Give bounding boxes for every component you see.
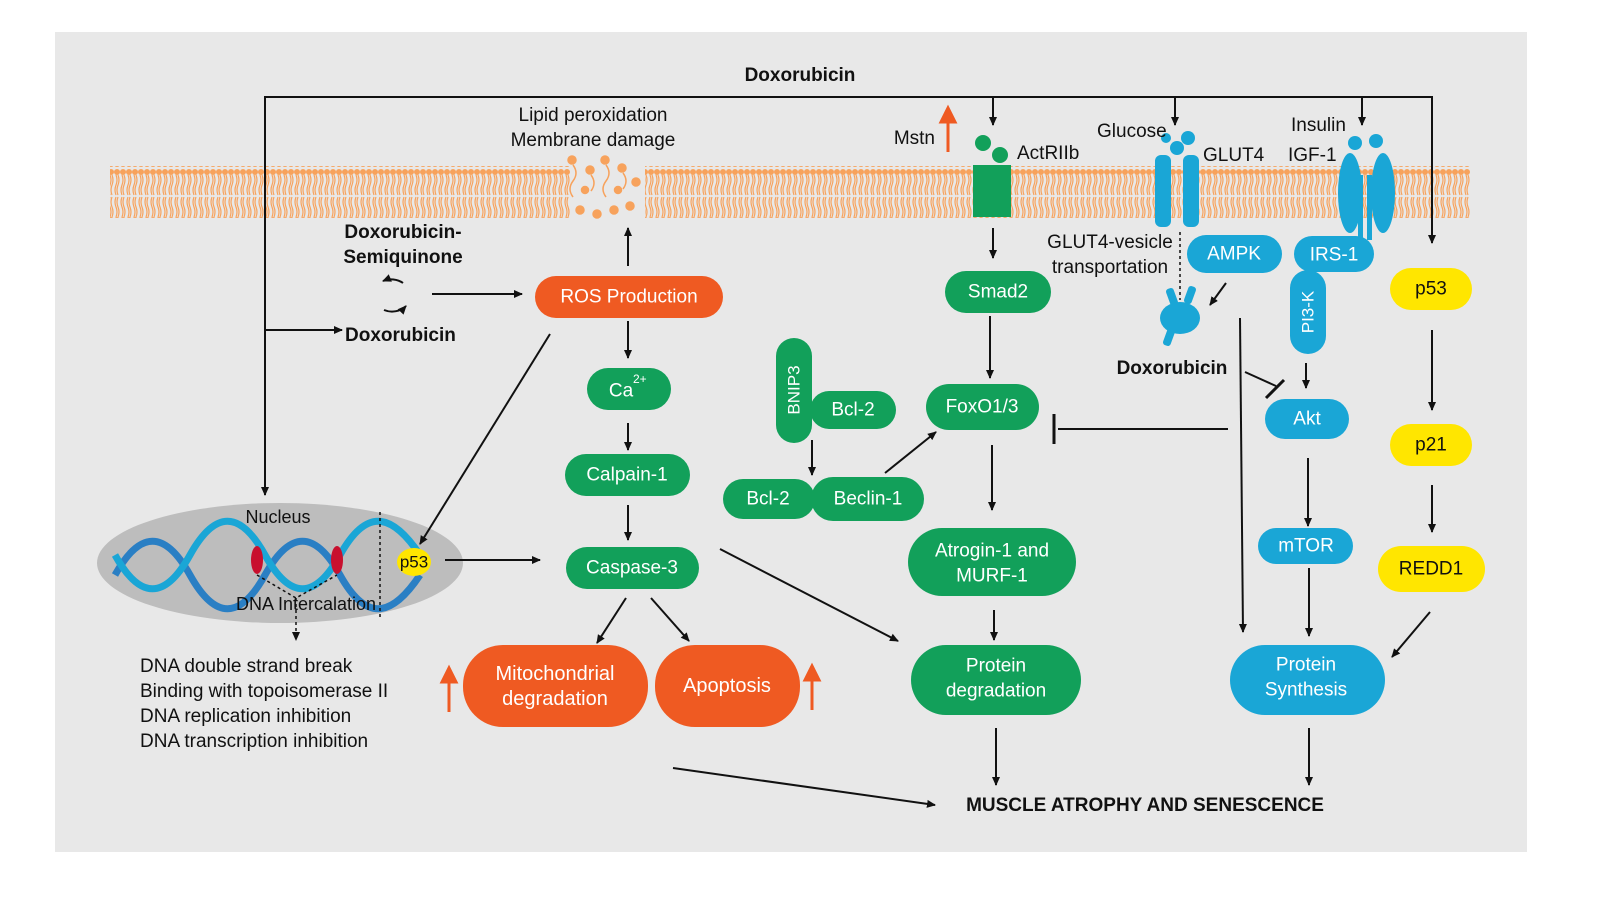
bcl2-node-upper (810, 391, 896, 429)
glucose-molecule (1170, 141, 1184, 155)
ros-production-node (535, 276, 723, 318)
nucleus (97, 503, 463, 623)
mtor-label: mTOR (1278, 536, 1334, 557)
semiquinone-label-line2: Semiquinone (343, 247, 462, 268)
ca-superscript: 2+ (633, 372, 647, 386)
mito-label-line2: degradation (502, 688, 608, 710)
foxo-label: FoxO1/3 (946, 397, 1019, 418)
effect-item: Binding with topoisomerase II (140, 681, 388, 702)
glut4-vesicle-icon (1160, 286, 1200, 346)
pi3k-node (1290, 270, 1326, 354)
glut4-transporter (1155, 155, 1171, 227)
smad2-label: Smad2 (968, 282, 1028, 303)
igf1-label: IGF-1 (1288, 145, 1337, 166)
beclin-label: Beclin-1 (834, 489, 903, 510)
insulin-label: Insulin (1291, 115, 1346, 136)
irs1-label: IRS-1 (1310, 245, 1359, 266)
ca-node (587, 368, 671, 410)
doxorubicin-mid-label: Doxorubicin (345, 325, 456, 346)
calpain-label: Calpain-1 (586, 465, 667, 486)
glut4-vesicle-label-line2: transportation (1052, 257, 1168, 278)
actriib-label: ActRIIb (1017, 143, 1079, 164)
irs1-node (1294, 236, 1374, 272)
outcome-label: MUSCLE ATROPHY AND SENESCENCE (966, 795, 1324, 816)
p21-node (1390, 424, 1472, 466)
foxo-node (926, 384, 1039, 430)
effect-item: DNA transcription inhibition (140, 731, 368, 752)
smad2-node (945, 271, 1051, 313)
caspase-label: Caspase-3 (586, 558, 678, 579)
damaged-membrane-icon (567, 155, 641, 219)
protein-degradation-line1: Protein (966, 656, 1026, 677)
doxorubicin-right-label: Doxorubicin (1117, 358, 1228, 379)
mitochondrial-degradation-node (463, 645, 648, 727)
cell-membrane (645, 166, 1470, 218)
lipid-peroxidation-label: Lipid peroxidation (519, 105, 668, 126)
bcl2-label-upper: Bcl-2 (831, 400, 874, 421)
atrogin-label-line1: Atrogin-1 and (935, 541, 1049, 562)
semiquinone-label-line1: Doxorubicin- (344, 222, 461, 243)
calpain-node (565, 454, 690, 496)
igf1-receptor (1338, 134, 1395, 240)
protein-synthesis-line1: Protein (1276, 655, 1336, 676)
membrane-damage-label: Membrane damage (511, 130, 676, 151)
bnip3-label: BNIP3 (785, 365, 804, 414)
actriib-receptor (973, 165, 1011, 217)
akt-node (1265, 399, 1349, 439)
ampk-node (1187, 235, 1282, 273)
p53-node (1390, 268, 1472, 310)
pi3k-label: PI3-K (1299, 290, 1318, 333)
p53-label: p53 (1415, 279, 1447, 300)
bnip3-node (776, 338, 812, 443)
p21-label: p21 (1415, 435, 1447, 456)
akt-label: Akt (1293, 409, 1321, 430)
bcl2-node-lower (723, 479, 815, 519)
atrogin-node (908, 528, 1076, 596)
protein-synthesis-node (1230, 645, 1385, 715)
p53-nucleus-label: p53 (400, 553, 428, 572)
atrogin-label-line2: MURF-1 (956, 566, 1028, 587)
apoptosis-node (655, 645, 800, 727)
protein-degradation-node (911, 645, 1081, 715)
doxorubicin-top-label: Doxorubicin (745, 65, 856, 86)
nucleus-label: Nucleus (245, 507, 310, 527)
mito-label-line1: Mitochondrial (496, 663, 615, 685)
bcl2-label-lower: Bcl-2 (746, 489, 789, 510)
redox-cycle-icon (382, 274, 407, 315)
beclin-node (811, 477, 924, 521)
redd1-label: REDD1 (1399, 559, 1463, 580)
pathway-arrows (419, 227, 1436, 808)
ampk-label: AMPK (1207, 244, 1261, 265)
p53-nucleus-node (397, 548, 431, 576)
mstn-ligand (975, 135, 991, 151)
apoptosis-label: Apoptosis (683, 675, 771, 697)
ca-label: Ca (609, 381, 634, 402)
ros-production-label: ROS Production (560, 287, 697, 308)
effect-item: DNA double strand break (140, 656, 353, 677)
glut4-vesicle-label-line1: GLUT4-vesicle (1047, 232, 1173, 253)
redd1-node (1378, 546, 1485, 592)
caspase-node (566, 547, 699, 589)
protein-degradation-line2: degradation (946, 681, 1046, 702)
glucose-label: Glucose (1097, 121, 1167, 142)
protein-synthesis-line2: Synthesis (1265, 680, 1347, 701)
mtor-node (1258, 528, 1353, 564)
mstn-label: Mstn (894, 128, 935, 149)
dna-intercalation-label: DNA Intercalation (236, 594, 376, 614)
dna-helix-icon (111, 517, 423, 613)
glut4-label: GLUT4 (1203, 145, 1265, 166)
cell-membrane (110, 166, 570, 218)
effect-item: DNA replication inhibition (140, 706, 351, 727)
